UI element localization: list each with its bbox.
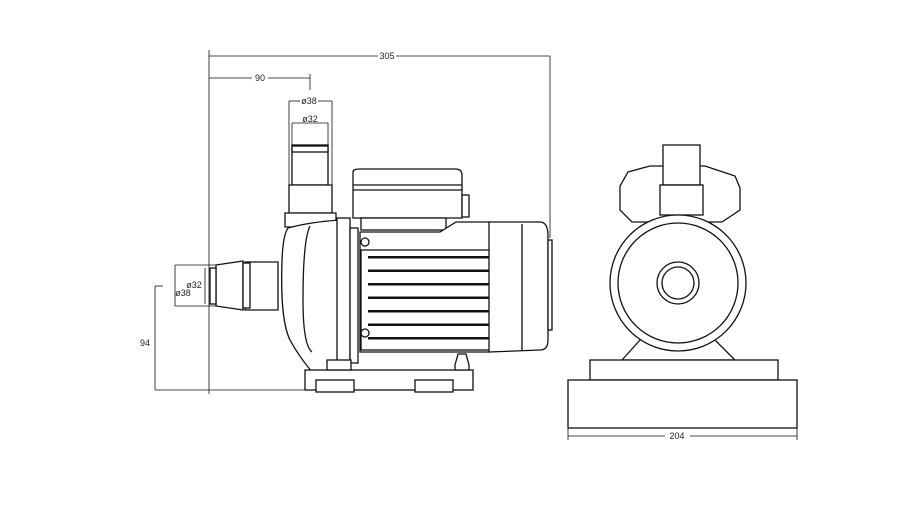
- dim-outlet-outer-diameter: ø38: [301, 96, 317, 106]
- fan-cover: [488, 221, 553, 353]
- dim-outlet-inner-diameter: ø32: [302, 114, 318, 124]
- terminal-box: [352, 168, 470, 231]
- dim-base-width: 204: [669, 431, 684, 441]
- dimension-lines: [154, 50, 551, 394]
- outlet-pipe: [284, 144, 337, 228]
- dim-inlet-height: 94: [140, 338, 150, 348]
- front-view: 204: [567, 144, 798, 441]
- dim-inlet-outer-diameter: ø38: [175, 288, 191, 298]
- cooling-fin: [368, 283, 490, 286]
- motor-end-circle: [609, 214, 747, 352]
- pump-volute: [281, 219, 341, 373]
- dim-outlet-offset: 90: [255, 73, 265, 83]
- cooling-fin: [368, 337, 490, 340]
- pump-flange: [336, 217, 351, 373]
- cooling-fin: [368, 269, 490, 272]
- cooling-fin: [368, 296, 490, 299]
- pump-base: [304, 353, 474, 393]
- dim-inlet-inner-diameter: ø32: [186, 280, 202, 290]
- cooling-fin: [368, 256, 490, 259]
- cooling-fin: [368, 310, 490, 313]
- motor-body: [359, 221, 491, 353]
- side-view: 305 90 ø38 ø32 ø38 ø32 94: [140, 50, 553, 394]
- dim-overall-length: 305: [379, 51, 394, 61]
- inlet-pipe: [209, 260, 279, 311]
- cooling-fin: [368, 323, 490, 326]
